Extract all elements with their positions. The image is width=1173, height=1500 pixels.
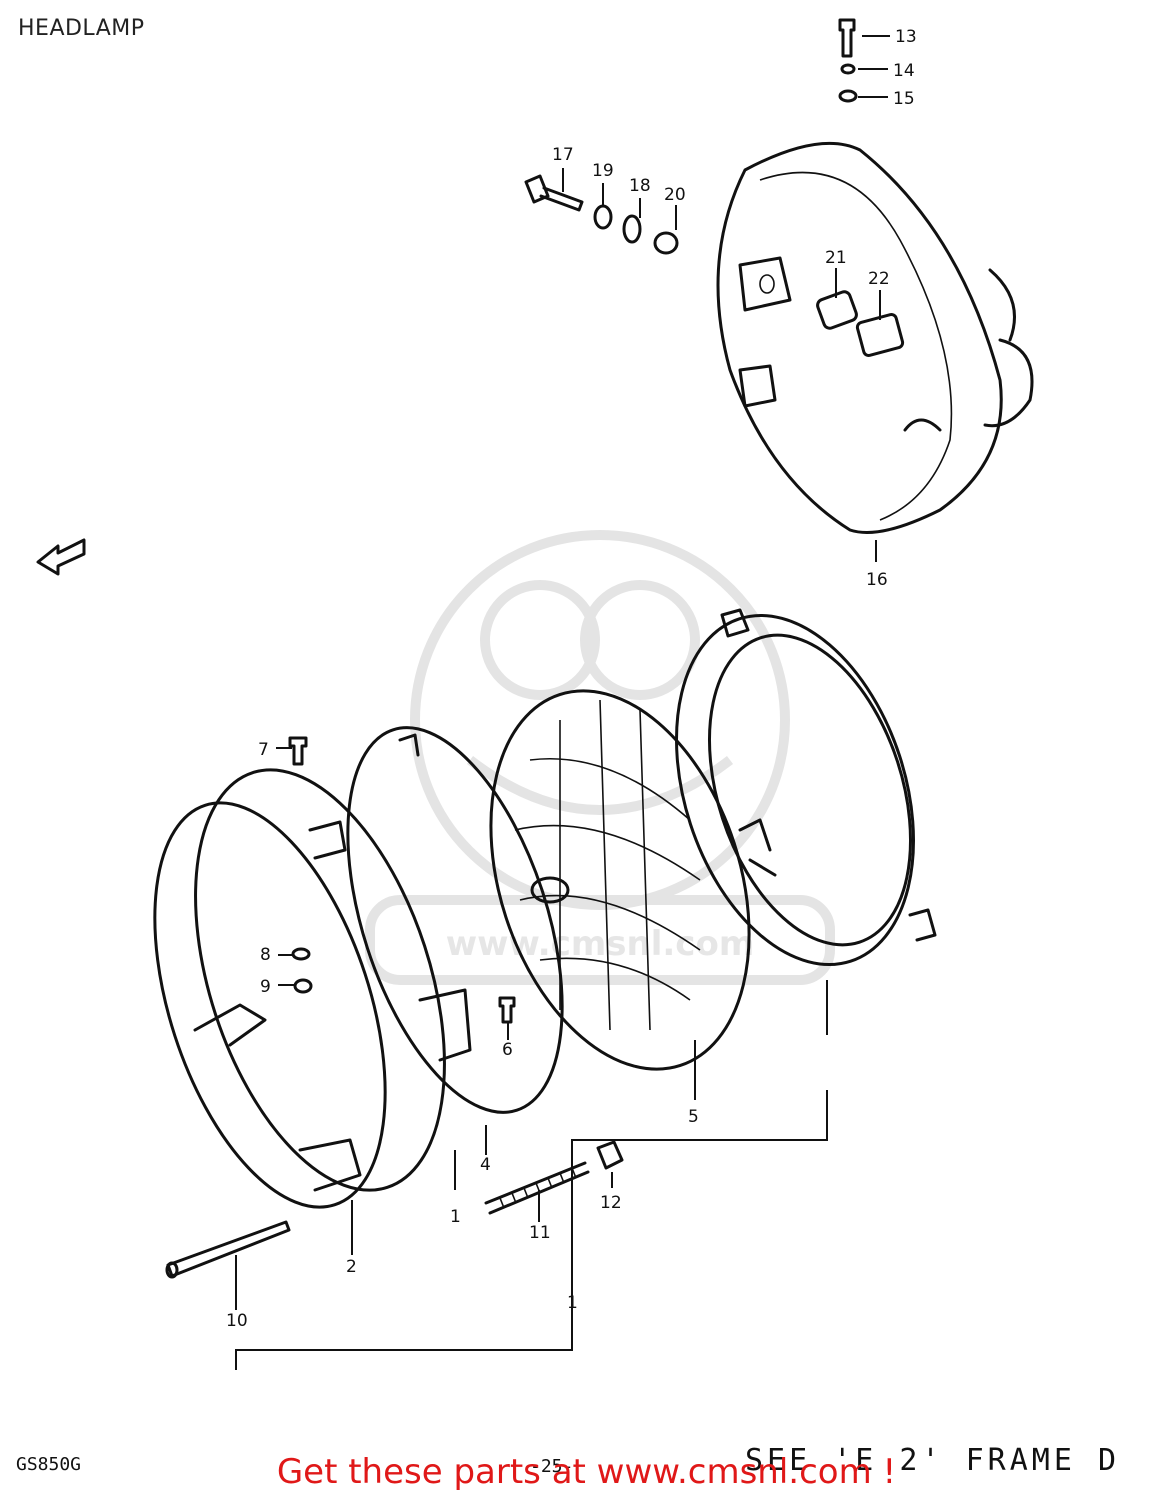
callout-8: 8: [260, 945, 271, 965]
part-20-collar: [653, 231, 679, 255]
leader-lines: [235, 35, 890, 1370]
callout-6: 6: [502, 1040, 513, 1060]
callout-19: 19: [592, 161, 614, 181]
part-9-washer: [293, 978, 313, 994]
part-14-washer: [840, 63, 856, 75]
part-16-housing: [716, 141, 1034, 534]
callout-4: 4: [480, 1155, 491, 1175]
model-code: GS850G: [16, 1454, 81, 1475]
callout-7: 7: [258, 740, 269, 760]
callout-22: 22: [868, 269, 890, 289]
callout-1b: 1: [567, 1293, 578, 1313]
callout-11: 11: [529, 1223, 551, 1243]
part-21-grommet: [816, 290, 858, 330]
callout-9: 9: [260, 977, 271, 997]
callout-20: 20: [664, 185, 686, 205]
part-13-bolt: [838, 18, 856, 58]
callout-10: 10: [226, 1311, 248, 1331]
diagram-title: HEADLAMP: [18, 16, 145, 41]
part-12-nut: [596, 1140, 624, 1170]
watermark-text: www.cmsnl.com: [446, 924, 755, 964]
callout-5: 5: [688, 1107, 699, 1127]
part-4-ring: [346, 726, 564, 1114]
callout-21: 21: [825, 248, 847, 268]
part-10-long-bolt: [165, 1220, 291, 1279]
part-19-washer: [593, 204, 613, 230]
part-7-screw: [288, 736, 308, 766]
forward-arrow-icon: [36, 538, 86, 576]
callout-16: 16: [866, 570, 888, 590]
callout-17: 17: [552, 145, 574, 165]
part-5-sealed-beam: [489, 689, 777, 1071]
callout-15: 15: [893, 89, 915, 109]
callout-1a: 1: [450, 1207, 461, 1227]
reference-note: SEE 'E 2' FRAME D: [745, 1443, 1120, 1478]
part-15-nut: [838, 89, 858, 103]
callout-labels: 13 14 15 17 19 18 20 21 22 16 7 8 9 6 5 …: [226, 27, 917, 1331]
part-18-washer: [622, 214, 642, 244]
page-number: -25-: [530, 1456, 573, 1477]
part-2-rim: [153, 768, 446, 1209]
part-22-grommet: [855, 313, 905, 357]
callout-18: 18: [629, 176, 651, 196]
callout-14: 14: [893, 61, 915, 81]
watermark-logo: www.cmsnl.com: [365, 530, 835, 985]
callout-13: 13: [895, 27, 917, 47]
part-17-bolt: [524, 174, 584, 212]
part-mounting-ring: [675, 608, 937, 967]
callout-2: 2: [346, 1257, 357, 1277]
promo-link[interactable]: Get these parts at www.cmsnl.com !: [276, 1452, 897, 1492]
callout-12: 12: [600, 1193, 622, 1213]
part-6-screw: [498, 996, 516, 1024]
part-8-nut: [291, 947, 311, 961]
